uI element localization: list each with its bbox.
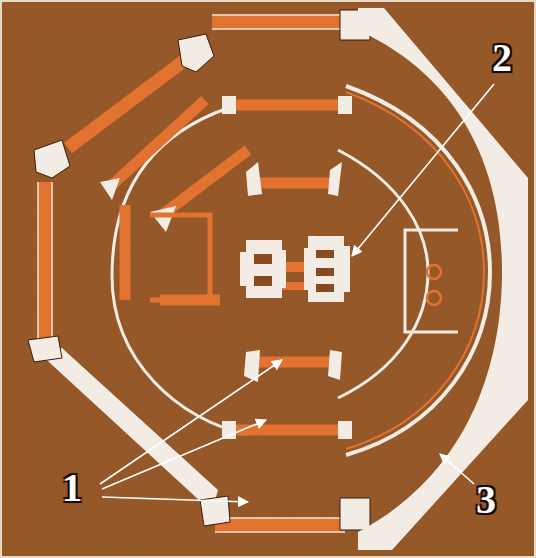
inner-arc-core [346, 92, 484, 449]
ring [427, 265, 441, 279]
frame-bar-edges [38, 15, 345, 532]
frame-bars [45, 22, 345, 525]
leader-line [100, 360, 282, 484]
inner-arc [346, 86, 490, 455]
central-component [240, 236, 350, 302]
frame-wedge [38, 348, 218, 512]
inner-arc-2 [338, 150, 428, 398]
leader-line [440, 454, 474, 484]
inner-frame [150, 215, 210, 300]
bar-clips [100, 96, 352, 439]
callout-number: 1 [62, 468, 82, 508]
ring [427, 291, 441, 305]
callout-number: 3 [476, 480, 496, 520]
leader-lines [100, 84, 494, 502]
corner-fittings [28, 10, 370, 530]
leader-line [102, 497, 248, 502]
bracket [405, 230, 458, 332]
leader-line [352, 84, 494, 256]
callout-number: 2 [492, 38, 512, 78]
left-arc [112, 108, 246, 434]
leader-line [102, 420, 266, 489]
curved-housing [358, 8, 528, 550]
